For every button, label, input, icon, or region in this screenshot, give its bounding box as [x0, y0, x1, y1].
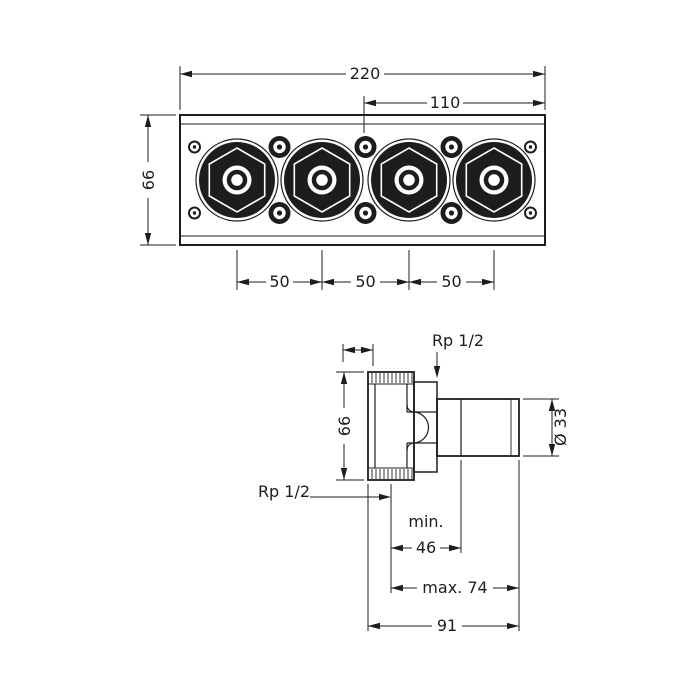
valve-center-ring [398, 169, 420, 191]
plate-rim-lines [180, 123, 545, 237]
dimension-half-width: 110 [363, 93, 545, 133]
dim-label-thread-bottom: Rp 1/2 [258, 482, 310, 501]
side-view: Rp 1/2 66 Ø 33 Rp 1/2 [258, 331, 570, 635]
extension-lines [390, 460, 462, 593]
arrowhead [507, 584, 519, 592]
screw-hole [268, 136, 291, 158]
valve-center-ring [311, 169, 333, 191]
arrowhead [310, 278, 322, 286]
dim-label-max-depth: max. 74 [422, 578, 487, 597]
valve-center-ring [483, 169, 505, 191]
arrowhead [144, 233, 152, 245]
dimension-valve-spacing: 50 50 50 [236, 250, 495, 291]
valve-body [367, 371, 437, 481]
arrowhead [144, 115, 152, 127]
plate-outline [179, 114, 546, 246]
dim-label-thread-top: Rp 1/2 [432, 331, 484, 350]
arrowhead [449, 544, 461, 552]
valve-seat-arc [412, 411, 430, 444]
valve-outer-ring [280, 138, 364, 222]
edge-holes [188, 140, 537, 220]
edge-hole [188, 206, 201, 220]
dim-label-spacing-3: 50 [441, 272, 461, 291]
arrowhead [340, 372, 348, 384]
valve-hex-nut [293, 147, 351, 213]
thread-zone-lines [368, 383, 414, 469]
arrowhead [433, 366, 441, 378]
dim-label-diameter: Ø 33 [551, 408, 570, 446]
extension-lines [523, 398, 559, 457]
arrowhead [237, 278, 249, 286]
dimension-min-depth: min. 46 [390, 460, 462, 593]
valve-outer-ring [367, 138, 451, 222]
valve-hex-nut [380, 147, 438, 213]
bore-lines [374, 384, 437, 468]
valve-outer-ring [452, 138, 536, 222]
extension-lines [336, 371, 364, 481]
arrowhead [391, 544, 403, 552]
edge-hole [524, 206, 537, 220]
mounting-plate [179, 114, 546, 246]
screw-hole [354, 202, 377, 224]
dim-label-total-width: 220 [350, 64, 381, 83]
arrowhead [343, 346, 355, 354]
thread-hatch-top [371, 373, 413, 383]
arrowhead [361, 346, 373, 354]
extension-lines [140, 114, 176, 246]
valve-hex-nut [465, 147, 523, 213]
label-thread-bottom: Rp 1/2 [258, 482, 391, 501]
dim-label-half-width: 110 [430, 93, 461, 112]
arrowhead [533, 70, 545, 78]
housing-block [413, 381, 438, 473]
extension-lines [342, 344, 374, 366]
arrowhead [340, 468, 348, 480]
dim-label-min: min. [408, 512, 443, 531]
dimension-body-height: 66 [335, 371, 364, 481]
label-thread-top: Rp 1/2 [432, 331, 484, 378]
dimension-total-depth: 91 [367, 484, 519, 635]
arrowhead [548, 444, 556, 456]
arrowhead [397, 278, 409, 286]
valve-hex-nut [208, 147, 266, 213]
dim-label-spacing-2: 50 [355, 272, 375, 291]
extension-lines [236, 250, 495, 290]
dim-label-plate-height: 66 [139, 170, 158, 190]
arrowhead [548, 399, 556, 411]
cylinder-outline [436, 398, 520, 457]
screw-holes [268, 136, 463, 224]
arrowhead [180, 70, 192, 78]
arrowhead [368, 622, 380, 630]
arrowhead [364, 99, 376, 107]
dimension-diameter: Ø 33 [523, 398, 570, 457]
valve-cartridge [452, 138, 536, 222]
dim-label-spacing-1: 50 [269, 272, 289, 291]
screw-hole [440, 202, 463, 224]
arrowhead [322, 278, 334, 286]
dimension-plate-height: 66 [139, 114, 176, 246]
dim-label-body-height: 66 [335, 416, 354, 436]
dimension-max-depth: max. 74 [391, 460, 520, 631]
arrowhead [379, 493, 391, 501]
screw-hole [440, 136, 463, 158]
valve-cartridge [195, 138, 279, 222]
arrowhead [507, 622, 519, 630]
spigot-cylinder [436, 398, 520, 457]
valve-center-ring [226, 169, 248, 191]
dimension-thread-width [342, 344, 374, 366]
thread-hatch-bottom [371, 469, 413, 479]
arrowhead [391, 584, 403, 592]
screw-hole [268, 202, 291, 224]
dim-label-min-value: 46 [416, 538, 436, 557]
valve-outer-ring [195, 138, 279, 222]
arrowhead [409, 278, 421, 286]
valve-cartridge [367, 138, 451, 222]
valve-cartridge [280, 138, 364, 222]
screw-hole [354, 136, 377, 158]
arrowhead [533, 99, 545, 107]
arrowhead [482, 278, 494, 286]
edge-hole [188, 140, 201, 154]
edge-hole [524, 140, 537, 154]
dim-label-total-depth: 91 [437, 616, 457, 635]
top-view: 220 110 66 50 50 [139, 64, 546, 291]
